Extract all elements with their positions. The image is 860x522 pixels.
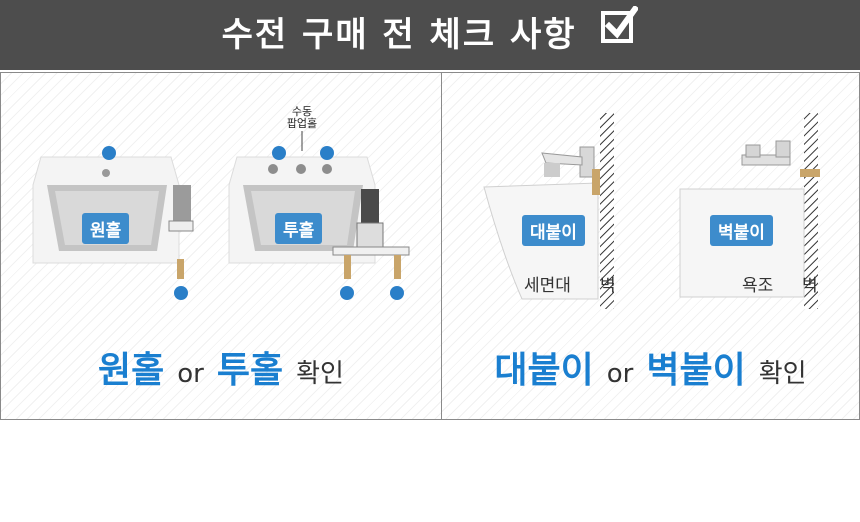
- panel-hole-type: 원홀 투홀 수동 팝업홀 원홀 or 투홀 확인: [0, 72, 442, 420]
- checkbox-checked-icon: [600, 0, 640, 68]
- popup-label-line2: 팝업홀: [286, 117, 318, 130]
- header-bar: 수전 구매 전 체크 사항: [0, 0, 860, 70]
- popup-label-line1: 수동: [291, 105, 313, 118]
- header-title-text: 수전 구매 전 체크 사항: [221, 15, 577, 55]
- two-hole-tag: 투홀: [275, 213, 323, 244]
- hole-dot: [340, 286, 354, 300]
- wall-label-2: 벽: [802, 276, 818, 296]
- hole-caption: 원홀 or 투홀 확인: [1, 341, 441, 393]
- caption-two-hole: 투홀: [216, 350, 284, 391]
- header-title: 수전 구매 전 체크 사항: [0, 0, 860, 70]
- wall-mount-tag: 벽붙이: [710, 215, 773, 246]
- wall-label-1: 벽: [600, 276, 616, 296]
- hole-dot: [390, 286, 404, 300]
- popup-hole-label: 수동 팝업홀: [282, 106, 322, 130]
- hole-dot: [320, 146, 334, 160]
- caption-or: or: [606, 359, 634, 389]
- sink-illustrations: [32, 131, 410, 300]
- caption-deck-mount: 대붙이: [494, 350, 594, 391]
- panel-mount-type: 대붙이 세면대 벽 벽붙이 욕조 벽 대붙이 or 벽붙이 확인: [441, 72, 860, 420]
- caption-confirm: 확인: [758, 359, 807, 389]
- caption-wall-mount: 벽붙이: [646, 350, 746, 391]
- hole-dot: [174, 286, 188, 300]
- two-hole-sink-illustration: [228, 131, 410, 279]
- caption-one-hole: 원홀: [98, 350, 165, 391]
- tub-label: 욕조: [742, 276, 774, 296]
- caption-or: or: [177, 359, 204, 389]
- deck-mount-tag: 대붙이: [522, 215, 585, 246]
- mount-caption: 대붙이 or 벽붙이 확인: [442, 341, 859, 393]
- hole-dot: [272, 146, 286, 160]
- caption-confirm: 확인: [296, 359, 344, 389]
- basin-label: 세면대: [524, 276, 571, 296]
- hole-dot: [102, 146, 116, 160]
- one-hole-tag: 원홀: [82, 213, 130, 244]
